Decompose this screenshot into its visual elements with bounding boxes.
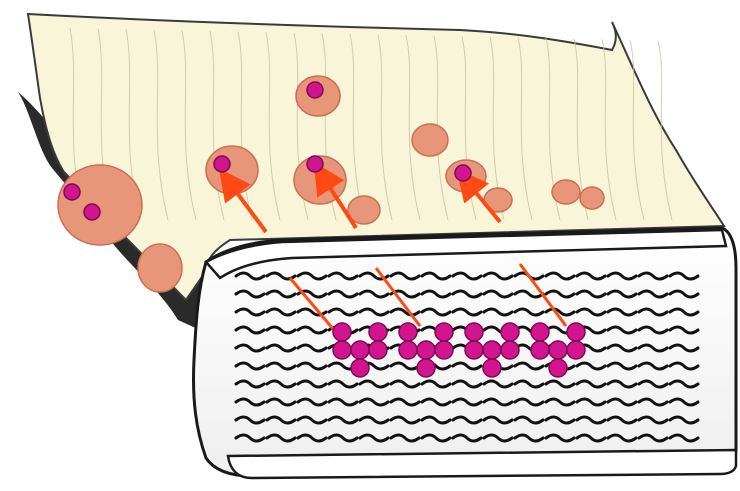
- cluster-dot: [465, 341, 483, 359]
- cluster-dot: [483, 359, 501, 377]
- sheet-dot: [214, 156, 230, 172]
- vessel-lower-rim: [228, 450, 736, 478]
- cluster-dot: [549, 341, 567, 359]
- cell-bump: [412, 124, 448, 156]
- cluster-dot: [435, 323, 453, 341]
- cluster-dot: [333, 341, 351, 359]
- cluster-dot: [351, 341, 369, 359]
- cluster-dot: [567, 323, 585, 341]
- cluster-dot: [351, 359, 369, 377]
- cluster-dot: [333, 323, 351, 341]
- cluster-dot: [465, 323, 483, 341]
- cluster-dot: [567, 341, 585, 359]
- cluster-dot: [417, 359, 435, 377]
- cluster-dot: [369, 341, 387, 359]
- cluster-dot: [399, 341, 417, 359]
- cluster-dot: [501, 341, 519, 359]
- cluster-dot: [417, 341, 435, 359]
- cluster-dot: [483, 341, 501, 359]
- sheet-dot: [64, 184, 80, 200]
- cell-bump: [552, 180, 580, 204]
- cell-bump: [138, 244, 182, 292]
- sheet-dot: [84, 204, 100, 220]
- sheet-dot: [455, 165, 471, 181]
- cluster-dot: [399, 323, 417, 341]
- cluster-dot: [501, 323, 519, 341]
- cluster-dot: [369, 323, 387, 341]
- sheet-dot: [307, 82, 323, 98]
- cluster-dot: [549, 359, 567, 377]
- cell-bump: [580, 187, 604, 209]
- cell-bump: [58, 165, 142, 245]
- cluster-dot: [531, 341, 549, 359]
- sheet-dot: [307, 156, 323, 172]
- cluster-dot: [531, 323, 549, 341]
- cluster-dot: [435, 341, 453, 359]
